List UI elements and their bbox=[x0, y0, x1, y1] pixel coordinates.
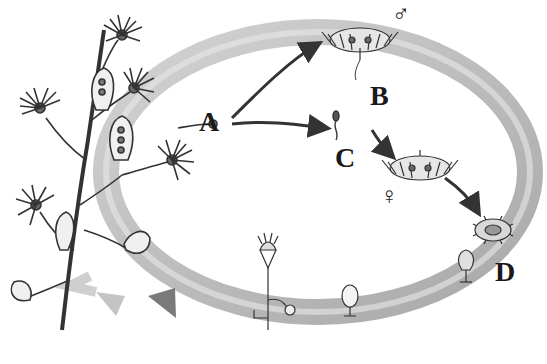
cycle-band bbox=[70, 32, 530, 318]
female-medusa bbox=[382, 150, 458, 180]
dispersal-arrows bbox=[232, 44, 478, 212]
hydroid-colony bbox=[11, 15, 217, 330]
hydranth bbox=[20, 88, 60, 114]
callout-letter: B bbox=[370, 82, 389, 110]
callout-letter: ♂ bbox=[392, 2, 410, 26]
callout-letter: A bbox=[199, 108, 219, 136]
young-polyp bbox=[342, 285, 358, 316]
planula bbox=[473, 216, 513, 244]
callout-letter: D bbox=[495, 258, 515, 286]
settling-larva bbox=[459, 250, 474, 282]
hydranth bbox=[104, 15, 142, 41]
hydranth bbox=[16, 185, 54, 225]
hydranth bbox=[124, 68, 154, 102]
callout-letter: C bbox=[335, 144, 355, 172]
sperm bbox=[333, 111, 339, 140]
callout-letter: ♀ bbox=[380, 184, 398, 208]
male-medusa bbox=[322, 28, 398, 80]
young-colony bbox=[254, 233, 295, 330]
gonangium bbox=[11, 68, 150, 301]
